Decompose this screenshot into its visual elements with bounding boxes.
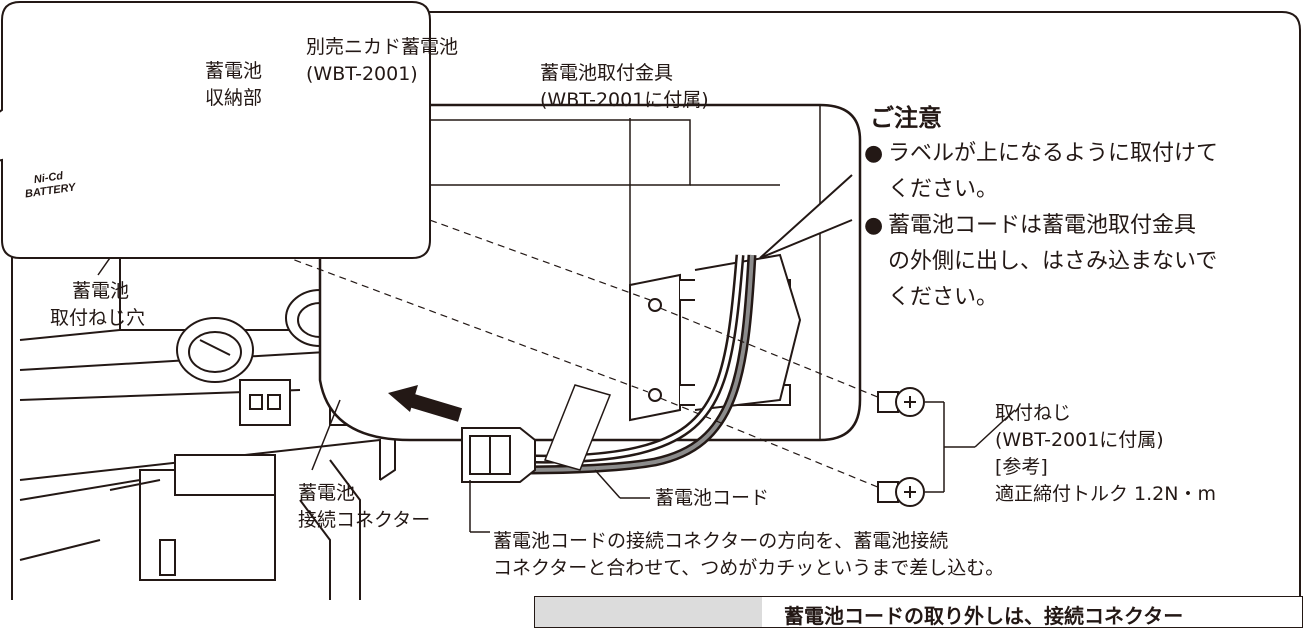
note-title: ご注意 <box>870 104 942 132</box>
note-callout <box>0 1 431 259</box>
label-battery-connector: 蓄電池 接続コネクター <box>298 482 431 531</box>
bottom-note-cell: 蓄電池コードの取り外しは、接続コネクター <box>762 596 1303 628</box>
screw-top <box>877 387 925 417</box>
battery-cord <box>509 254 757 475</box>
cartridge <box>109 454 276 581</box>
label-battery-storage: 蓄電池 収納部 <box>205 60 263 109</box>
insert-arrow-icon <box>388 385 463 422</box>
note-item-label-up: ● ラベルが上になるように取付けて ください。 <box>864 136 1274 208</box>
screw-bottom <box>877 477 925 507</box>
label-screw-hole: 蓄電池 取付ねじ穴 <box>50 280 146 329</box>
dashed-guides <box>181 129 881 489</box>
device-connector-small <box>239 379 291 426</box>
cord-connector-plug <box>461 427 536 483</box>
label-mounting-screw: 取付ねじ (WBT-2001に付属) [参考] 適正締付トルク 1.2N・m <box>995 402 1216 505</box>
bullet-icon: ● <box>864 141 884 166</box>
label-battery-bracket: 蓄電池取付金具 (WBT-2001に付属) <box>540 62 709 111</box>
label-optional-battery: 別売ニカド蓄電池 (WBT-2001) <box>306 36 459 85</box>
label-connector-instruction: 蓄電池コードの接続コネクターの方向を、蓄電池接続 コネクターと合わせて、つめがカ… <box>493 530 1005 579</box>
bottom-note-text: 蓄電池コードの取り外しは、接続コネクター <box>784 604 1184 628</box>
knob-left <box>176 317 254 383</box>
bullet-icon: ● <box>864 213 884 238</box>
note-item-cord-outside: ● 蓄電池コードは蓄電池取付金具 の外側に出し、はさみ込まないで ください。 <box>864 208 1274 316</box>
label-battery-cord: 蓄電池コード <box>655 487 770 509</box>
bottom-note-header-cell <box>534 596 764 628</box>
